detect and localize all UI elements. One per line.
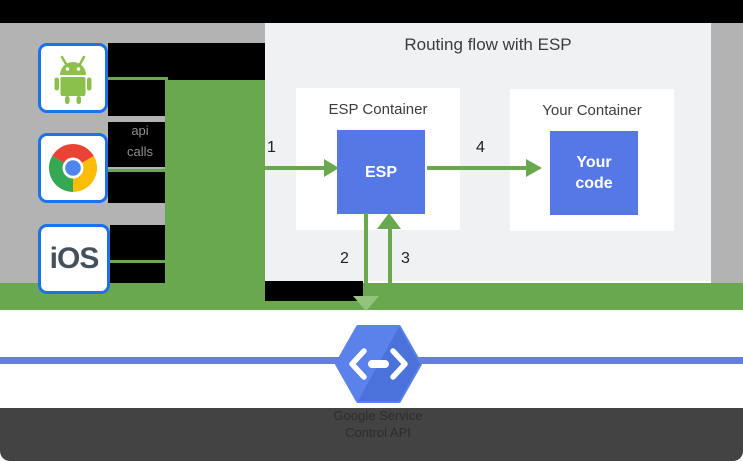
android-client-box [38,43,108,113]
arrow-2-line [364,213,368,297]
arrow-4-line [427,166,526,170]
top-black-bar [0,0,743,23]
api-calls-label: api calls [112,120,168,162]
arrow-3-line [388,229,392,308]
ios-connector-line [108,260,168,263]
green-connector-bar [165,80,265,310]
black-patch [108,43,265,80]
black-patch [108,122,165,167]
esp-box: ESP [337,130,425,214]
chrome-client-box [38,133,108,203]
esp-box-label: ESP [364,163,397,181]
ios-label: iOS [49,242,100,275]
black-patch [265,278,363,301]
esp-container-label: ESP Container [328,101,428,118]
your-code-line1: Your [576,154,612,171]
step-3-label: 3 [401,250,410,267]
your-code-box: Your code [550,131,638,215]
arrow-1-head [324,159,339,177]
arrow-1-line [263,166,324,170]
routing-flow-panel: Routing flow with ESP ESP Container ESP … [265,23,711,281]
black-patch [108,172,165,203]
your-container-label: Your Container [542,102,642,119]
esp-container-box: ESP Container ESP [296,88,460,230]
arrow-3-head [377,213,401,229]
arrow-2-head [353,296,379,311]
your-code-line2: code [575,175,613,192]
step-1-label: 1 [267,139,276,156]
chrome-connector-line [106,169,168,172]
android-connector-line [106,77,168,80]
black-patch [110,225,165,283]
panel-title: Routing flow with ESP [404,35,572,54]
cloud-endpoints-hexagon-icon [335,325,422,403]
service-control-line2: Control API [345,425,411,440]
api-calls-line2: calls [126,144,153,159]
arrow-4-head [526,159,542,177]
step-4-label: 4 [476,139,485,156]
ios-client-box: iOS [38,224,110,294]
service-control-label: Google Service Control API [288,407,468,441]
your-code-label: Your code [575,152,612,194]
step-2-label: 2 [340,250,349,267]
api-calls-line1: api [131,123,149,138]
black-patch [108,80,165,116]
bottom-dark-bar [0,408,743,461]
chrome-browser-icon [48,143,98,192]
service-control-line1: Google Service [333,408,423,423]
android-robot-icon [54,55,92,104]
right-gray-strip [711,23,743,283]
